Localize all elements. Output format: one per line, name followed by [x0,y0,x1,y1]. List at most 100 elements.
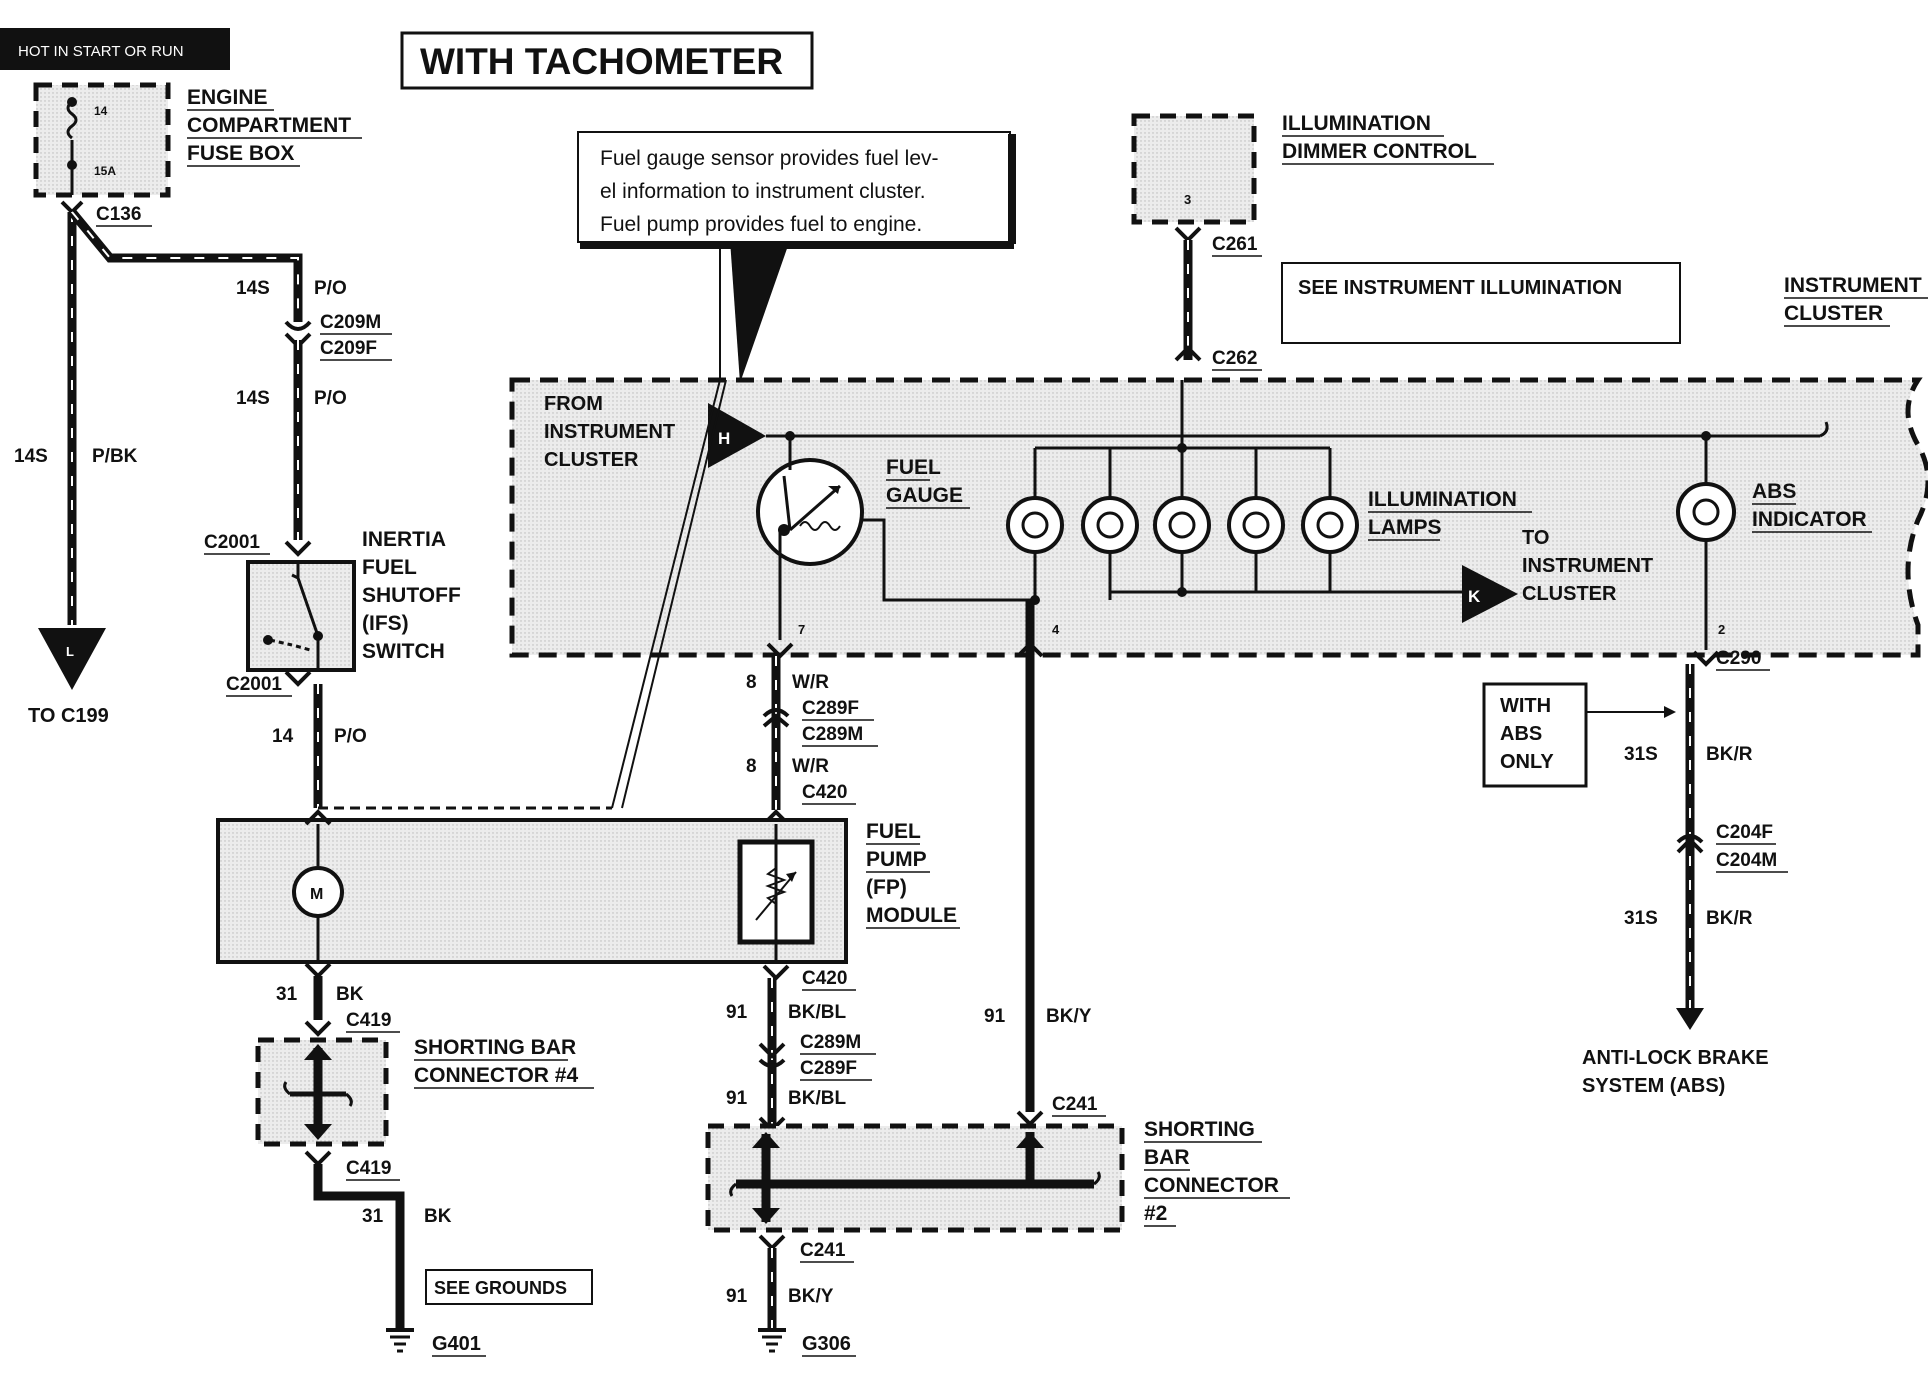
wire-91-d-label: 91 [726,1286,748,1307]
connector-c289f-b: C289F [800,1058,857,1079]
fuel-gauge-name-2: GAUGE [886,484,963,507]
sb2-name-4: #2 [1144,1202,1167,1225]
ifs-name-5: SWITCH [362,640,445,663]
wire-bkbl-b-label: BK/BL [788,1088,846,1109]
sb4-name-1: SHORTING BAR [414,1036,576,1059]
wire-bkr-a-label: BK/R [1706,744,1753,765]
wire-31-b-label: 31 [362,1206,384,1227]
fp-module-name-1: FUEL [866,820,921,843]
cluster-name-2: CLUSTER [1784,302,1883,325]
fp-module-name-2: PUMP [866,848,927,871]
abs-indicator-name-2: INDICATOR [1752,508,1867,531]
flag-k-icon [1462,565,1518,623]
fuse-box-outline [33,82,171,198]
abs-indicator-name-1: ABS [1752,480,1796,503]
dest-to-c199: TO C199 [28,705,109,727]
connector-c241-bottom: C241 [800,1240,846,1261]
ground-g401-icon [386,1328,414,1353]
wire-14s-a-label: 14S [236,278,270,299]
fuse-icon [66,100,78,140]
connector-c209-icon [284,320,312,331]
dimmer-name-2: DIMMER CONTROL [1282,140,1477,163]
wire-bk-b-label: BK [424,1206,452,1227]
illumination-lamp-4 [1227,448,1285,592]
title-box [400,31,814,90]
ground-g306-icon [758,1328,786,1353]
cluster-name-1: INSTRUMENT [1784,274,1922,297]
wire-14s-left-label: 14S [14,446,48,467]
flag-h-letter: H [718,429,730,448]
see-grounds-box [425,1269,593,1305]
wire-bkr-b-label: BK/R [1706,908,1753,929]
connector-c204m: C204M [1716,850,1777,871]
connector-c290: C290 [1716,648,1761,669]
connector-c420-bottom: C420 [802,968,847,989]
with-abs-box [1482,682,1588,788]
see-illumination-label: SEE INSTRUMENT ILLUMINATION [1298,277,1622,299]
connector-c419-top: C419 [346,1010,391,1031]
connector-c289f-a: C289F [802,698,859,719]
see-grounds-label: SEE GROUNDS [434,1278,567,1298]
sb2-name-2: BAR [1144,1146,1190,1169]
wire-bky-d-label: BK/Y [788,1286,834,1307]
wire-14-label: 14 [272,726,294,747]
connector-c241-top: C241 [1052,1094,1098,1115]
with-abs-3: ONLY [1500,751,1554,773]
fuse-rating: 15A [94,164,116,178]
wire-31-a-label: 31 [276,984,298,1005]
fuse-number: 14 [94,104,108,118]
connector-c2001-bottom: C2001 [226,674,282,695]
connector-c289m-b: C289M [800,1032,861,1053]
illumination-lamp-1 [1006,448,1064,600]
to-cluster-2: INSTRUMENT [1522,555,1653,577]
shorting-bar-2-outline [705,1123,1125,1233]
pump-motor-letter: M [310,886,323,903]
connector-c209f: C209F [320,338,377,359]
ifs-switch-box [246,560,356,672]
wire-14s-b-label: 14S [236,388,270,409]
fuse-terminal-top [67,97,77,107]
lamps-name-2: LAMPS [1368,516,1442,539]
cluster-pin-4: 4 [1052,622,1060,637]
from-cluster-3: CLUSTER [544,449,639,471]
flag-l-icon [38,628,106,690]
cluster-pin-7: 7 [798,622,805,637]
lamps-name-1: ILLUMINATION [1368,488,1517,511]
wire-14s-po-a [68,209,303,322]
wire-wr-a-label: W/R [792,672,829,693]
sb2-name-3: CONNECTOR [1144,1174,1279,1197]
from-cluster-2: INSTRUMENT [544,421,675,443]
dimmer-name-1: ILLUMINATION [1282,112,1431,135]
connector-c261: C261 [1212,234,1258,255]
hot-in-banner [0,28,230,70]
wire-bk-a-label: BK [336,984,364,1005]
connector-c2001-top: C2001 [204,532,260,553]
wire-91-a-label: 91 [726,1002,748,1023]
ifs-name-3: SHUTOFF [362,584,461,607]
callout-line-1: Fuel gauge sensor provides fuel lev- [600,147,939,170]
sb4-name-2: CONNECTOR #4 [414,1064,578,1087]
wire-31s-b-label: 31S [1624,908,1658,929]
sb2-name-1: SHORTING [1144,1118,1255,1141]
connector-c209m: C209M [320,312,381,333]
callout-box [577,131,1011,243]
arrow-down-icon [1676,1008,1704,1030]
wire-po-c-label: P/O [334,726,367,747]
ground-g401: G401 [432,1333,481,1355]
with-abs-2: ABS [1500,723,1542,745]
abs-dest-1: ANTI-LOCK BRAKE [1582,1047,1769,1069]
with-abs-1: WITH [1500,695,1551,717]
connector-c420-top: C420 [802,782,847,803]
connector-c136: C136 [96,204,141,225]
dimmer-control-outline [1131,113,1257,225]
callout-line-2: el information to instrument cluster. [600,180,926,203]
wire-31-bk-ground [313,1164,405,1330]
page-title: WITH TACHOMETER [420,41,783,82]
illumination-lamp-5 [1301,448,1359,592]
connector-c289m-a: C289M [802,724,863,745]
see-illumination-box [1281,262,1681,344]
ifs-name-2: FUEL [362,556,417,579]
wire-8-b-label: 8 [746,756,757,777]
illumination-lamp-3 [1153,448,1211,592]
